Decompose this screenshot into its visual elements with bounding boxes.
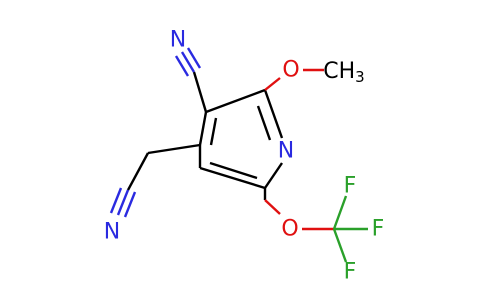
bond-c6-c5-inner: [209, 161, 258, 180]
cyanomethyl-group: N: [104, 143, 201, 245]
bond-c4-ch2: [147, 143, 201, 155]
atom-o-trifluoro: O: [281, 217, 298, 242]
triple-bond-left-b: [123, 191, 137, 218]
bond-c3-c2: [205, 88, 266, 114]
atom-f-bottom: F: [344, 260, 357, 285]
bond-c2-n: [263, 89, 284, 139]
methoxy-group: O CH3: [264, 58, 365, 91]
triple-bond-c: [174, 55, 190, 77]
atom-f-right: F: [372, 217, 385, 242]
bond-c3-c4-inner: [209, 117, 218, 146]
atom-n-ring: N: [278, 139, 294, 164]
trifluoromethoxy-group: O F F F: [263, 174, 385, 285]
atom-n-top: N: [170, 28, 186, 53]
bond-c6-c5: [199, 166, 266, 190]
atom-ch3: CH3: [323, 59, 364, 87]
bond-n-c6: [264, 162, 283, 189]
triple-bond-left-a: [116, 189, 130, 216]
ch3-subscript: 3: [355, 68, 365, 86]
bond-c3-c4: [198, 111, 208, 146]
atom-o-methoxy: O: [282, 58, 299, 83]
nitrile-top: N: [170, 28, 208, 113]
atom-f-top: F: [344, 174, 357, 199]
ch3-label: CH: [323, 59, 355, 84]
bond-c-f-bottom: [332, 228, 348, 263]
triple-bond-a: [180, 51, 196, 73]
bond-c-f-top: [332, 195, 348, 230]
bond-c6-o-red: [264, 199, 281, 215]
atom-n-left: N: [104, 220, 120, 245]
bond-ch2-c: [126, 152, 150, 191]
bond-c2-o: [264, 77, 281, 91]
bond-c2-n-inner: [256, 105, 272, 141]
triple-bond-left-c: [109, 187, 123, 214]
triple-bond-b: [186, 47, 202, 69]
bond-c3-cn: [192, 71, 208, 113]
pyridine-ring: [198, 88, 284, 190]
